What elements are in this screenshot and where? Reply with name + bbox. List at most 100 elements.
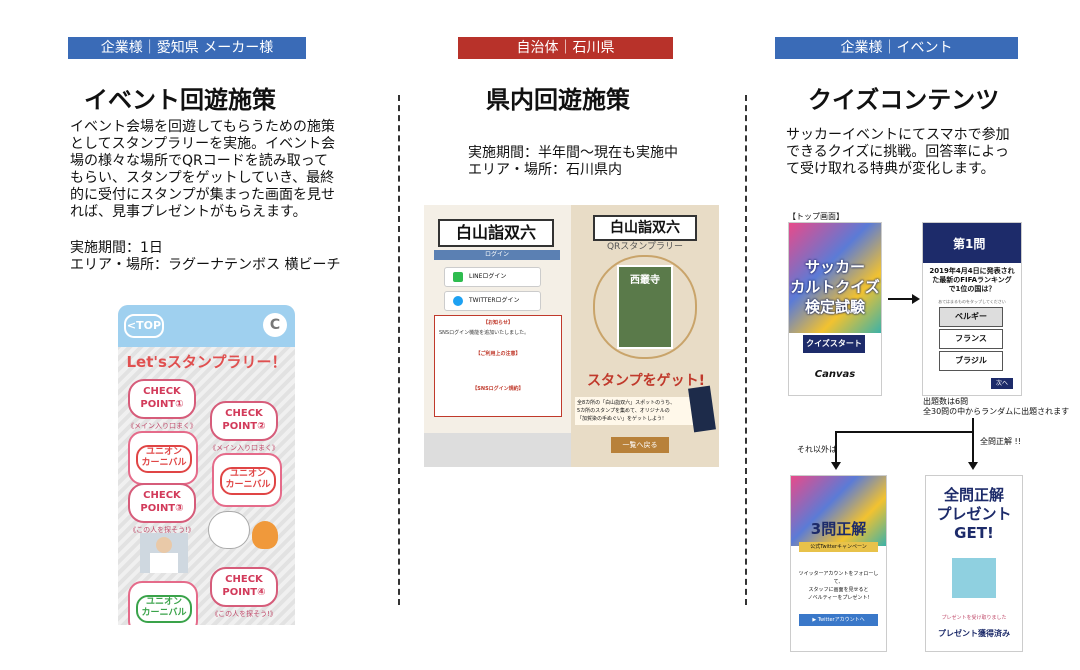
otherwise-label: それ以外は [797, 445, 837, 454]
area-2: エリア・場所：石川県内 [468, 162, 622, 178]
twitter-login-label: TWITTERログイン [469, 297, 520, 304]
checkpoint-2-sub: 《メイン入り口まく》 [209, 444, 279, 452]
question-header [923, 223, 1021, 263]
person-body [150, 553, 178, 573]
checkpoint-3-sub: 《この人を探そう!》 [129, 526, 195, 534]
stamp-3-logo: ユニオン カーニバル [136, 595, 192, 623]
result-partial-card: 3問正解 公式Twitterキャンペーン ツイッターアカウントをフォローして、 … [790, 475, 887, 652]
qr-card [688, 385, 716, 433]
result-full-card: 全問正解 プレゼント GET! プレゼントを受け取りました プレゼント獲得済み [925, 475, 1023, 652]
stamp-1: ユニオン カーニバル [128, 431, 198, 485]
question-text: 2019年4月4日に発表された最新のFIFAランキングで1位の国は？ [929, 267, 1015, 293]
temple-photo: 西叢寺 [617, 265, 673, 349]
notice-body: SNSログイン機能を追加いたしました。 [439, 330, 530, 336]
stamp-get-text: スタンプをゲット! [587, 373, 705, 389]
category-tag-2: 自治体｜石川県 [458, 37, 673, 59]
present-claimed: プレゼント獲得済み [938, 629, 1010, 638]
flow-left-arrowhead [831, 462, 841, 470]
person-head [156, 537, 172, 553]
stamp-circle [593, 255, 697, 359]
divider-1 [398, 95, 400, 605]
flow-right-arrowhead [968, 462, 978, 470]
partial-text: ツイッターアカウントをフォローして、 スタッフに画面を見せると ノベルティーをプ… [798, 571, 879, 601]
chevron-left-icon: < [126, 319, 137, 332]
login-bar: ログイン [434, 250, 560, 260]
flow-left-down [835, 431, 837, 463]
login-screen: 白山詣双六 ログイン LINEログイン TWITTERログイン 【お知らせ】 S… [424, 205, 571, 433]
stamp-rally-banner: Let'sスタンプラリー！ [126, 353, 287, 371]
line-login-button[interactable]: LINEログイン [444, 267, 541, 287]
speech-bubble [208, 511, 250, 549]
notice-title: 【お知らせ】 [483, 320, 513, 326]
notice-box: 【お知らせ】 SNSログイン機能を追加いたしました。 【ご利用上の注意】 【SN… [434, 315, 562, 417]
question-badge: 第1問 [953, 237, 986, 251]
stamp-3: ユニオン カーニバル [128, 581, 198, 625]
category-tag-1: 企業様｜愛知県 メーカー様 [68, 37, 306, 59]
board-left-title: 白山詣双六 [438, 219, 554, 247]
section-title-2: 県内回遊施策 [486, 86, 630, 114]
top-card-splash [789, 223, 881, 333]
category-tag-3: 企業様｜イベント [775, 37, 1018, 59]
notice-caution: 【ご利用上の注意】 [475, 351, 521, 357]
stamp-description: 全8カ所の「白山詣双六」スポットのうち、 5カ所のスタンプを集めて、オリジナルの… [575, 397, 699, 425]
quiz-question-card: 第1問 2019年4月4日に発表された最新のFIFAランキングで1位の国は？ あ… [922, 222, 1022, 396]
mascot-character [252, 521, 278, 549]
arrow-right-head [912, 294, 920, 304]
checkpoint-4: CHECK POINT④ [210, 567, 278, 607]
option-belgium[interactable]: ベルギー [939, 307, 1003, 327]
description-1: イベント会場を回遊してもらうための施策 としてスタンプラリーを実施。イベント会 … [70, 119, 336, 220]
flow-right-down [972, 431, 974, 463]
partial-title: 3問正解 [810, 520, 867, 538]
twitter-account-button[interactable]: ▶ Twitterアカウントへ [799, 614, 878, 626]
stamp-2-logo: ユニオン カーニバル [220, 467, 276, 495]
full-note: プレゼントを受け取りました [941, 615, 1007, 621]
quiz-start-button[interactable]: クイズスタート [803, 335, 865, 353]
section-title-1: イベント回遊施策 [84, 86, 276, 114]
temple-name: 西叢寺 [630, 275, 660, 286]
checkpoint-1-sub: 《メイン入り口まく》 [127, 422, 197, 430]
sugoroku-screenshot: 白山詣双六 ログイン LINEログイン TWITTERログイン 【お知らせ】 S… [424, 205, 719, 467]
stamp-2: ユニオン カーニバル [212, 453, 282, 507]
top-button[interactable]: <TOP [124, 314, 164, 338]
canvas-logo: Canvas [814, 369, 856, 380]
qr-rally-label: QRスタンプラリー [606, 242, 684, 252]
divider-2 [745, 95, 747, 605]
full-title: 全問正解 プレゼント GET! [936, 486, 1012, 542]
board-right-title: 白山詣双六 [593, 215, 697, 241]
next-button[interactable]: 次へ [991, 378, 1013, 389]
option-france[interactable]: フランス [939, 329, 1003, 349]
description-3: サッカーイベントにてスマホで参加 できるクイズに挑戦。回答率によっ て受け取れる… [786, 127, 1010, 177]
app-header: <TOP C [118, 305, 295, 347]
period-1: 実施期間：1日 [70, 240, 163, 256]
line-icon [453, 271, 463, 282]
question-count-caption: 出題数は6問 全30問の中からランダムに出題されます [923, 397, 1070, 416]
notice-sns: 【SNSログイン規約】 [472, 386, 524, 392]
partial-ribbon: 公式Twitterキャンペーン [799, 542, 878, 552]
partial-splash [791, 476, 886, 546]
stamp-screen: 白山詣双六 QRスタンプラリー 西叢寺 スタンプをゲット! 全8カ所の「白山詣双… [571, 205, 719, 467]
top-screen-caption: 【トップ画面】 [788, 212, 844, 221]
twitter-icon [453, 295, 463, 306]
question-hint: あてはまるものをタップしてください [938, 299, 1006, 304]
line-login-label: LINEログイン [469, 273, 507, 280]
section-title-3: クイズコンテンツ [808, 86, 1000, 114]
reload-icon[interactable]: C [263, 313, 287, 337]
arrow-right-line [888, 298, 914, 300]
checkpoint-1: CHECK POINT① [128, 379, 196, 419]
twitter-login-button[interactable]: TWITTERログイン [444, 291, 541, 311]
back-to-list-button[interactable]: 一覧へ戻る [611, 437, 669, 453]
area-1: エリア・場所：ラグーナテンボス 横ビーチ [70, 257, 341, 273]
top-label: TOP [136, 319, 162, 332]
option-brazil[interactable]: ブラジル [939, 351, 1003, 371]
top-card-title: サッカー カルトクイズ 検定試験 [790, 258, 880, 316]
period-2: 実施期間：半年間〜現在も実施中 [468, 145, 678, 161]
checkpoint-4-sub: 《この人を探そう!》 [211, 610, 277, 618]
stamp-1-logo: ユニオン カーニバル [136, 445, 192, 473]
all-correct-label: 全問正解 !! [980, 437, 1021, 446]
checkpoint-3: CHECK POINT③ [128, 483, 196, 523]
flow-horizontal [835, 431, 974, 433]
flow-vertical-main [972, 418, 974, 432]
quiz-top-card: サッカー カルトクイズ 検定試験 クイズスタート Canvas [788, 222, 882, 396]
checkpoint-2: CHECK POINT② [210, 401, 278, 441]
present-box [952, 558, 996, 598]
